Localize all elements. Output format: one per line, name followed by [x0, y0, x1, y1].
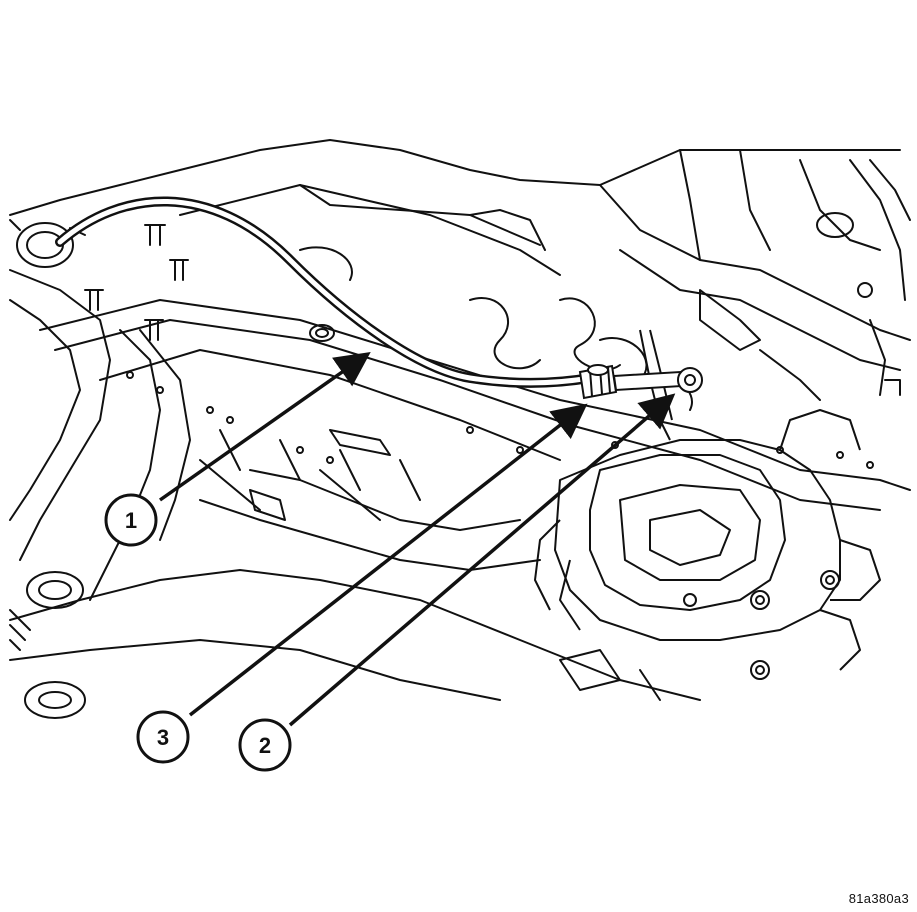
leader-line-3 — [188, 403, 588, 717]
cable-adjuster — [578, 364, 618, 400]
callout-1: 1 — [104, 493, 158, 547]
vehicle-floor-pan — [9, 139, 911, 719]
callout-leaders — [158, 351, 676, 727]
callout-label-1: 1 — [125, 508, 137, 533]
cable-end-fitting — [612, 367, 703, 393]
shift-cable — [55, 196, 595, 388]
leader-line-1 — [158, 351, 371, 502]
callout-3: 3 — [136, 710, 190, 764]
callout-label-2: 2 — [259, 733, 271, 758]
callout-label-3: 3 — [157, 725, 169, 750]
figure-code: 81a380a3 — [848, 891, 909, 906]
leader-line-2 — [288, 393, 676, 727]
callout-2: 2 — [238, 718, 292, 772]
